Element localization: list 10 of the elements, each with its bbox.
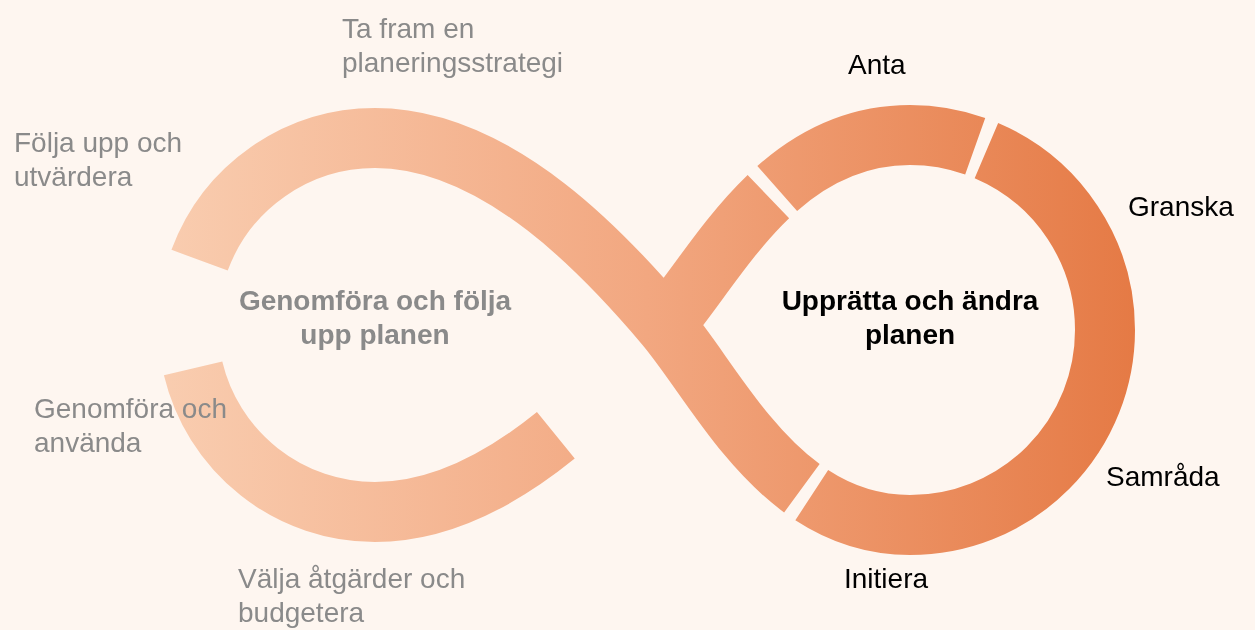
loop-title: Genomföra och följa upp planen <box>237 284 513 352</box>
stage-label: Samråda <box>1106 460 1221 494</box>
stage-label: Anta <box>848 48 907 82</box>
stage-label: Välja åtgärder och budgetera <box>238 562 467 630</box>
stage-label: Ta fram en planeringsstrategi <box>342 12 565 80</box>
loop-title: Upprätta och ändra planen <box>780 284 1040 352</box>
stage-label: Granska <box>1128 190 1235 224</box>
stage-label: Genomföra och använda <box>34 392 228 460</box>
stage-label: Följa upp och utvärdera <box>14 126 184 194</box>
stage-label: Initiera <box>844 562 930 596</box>
